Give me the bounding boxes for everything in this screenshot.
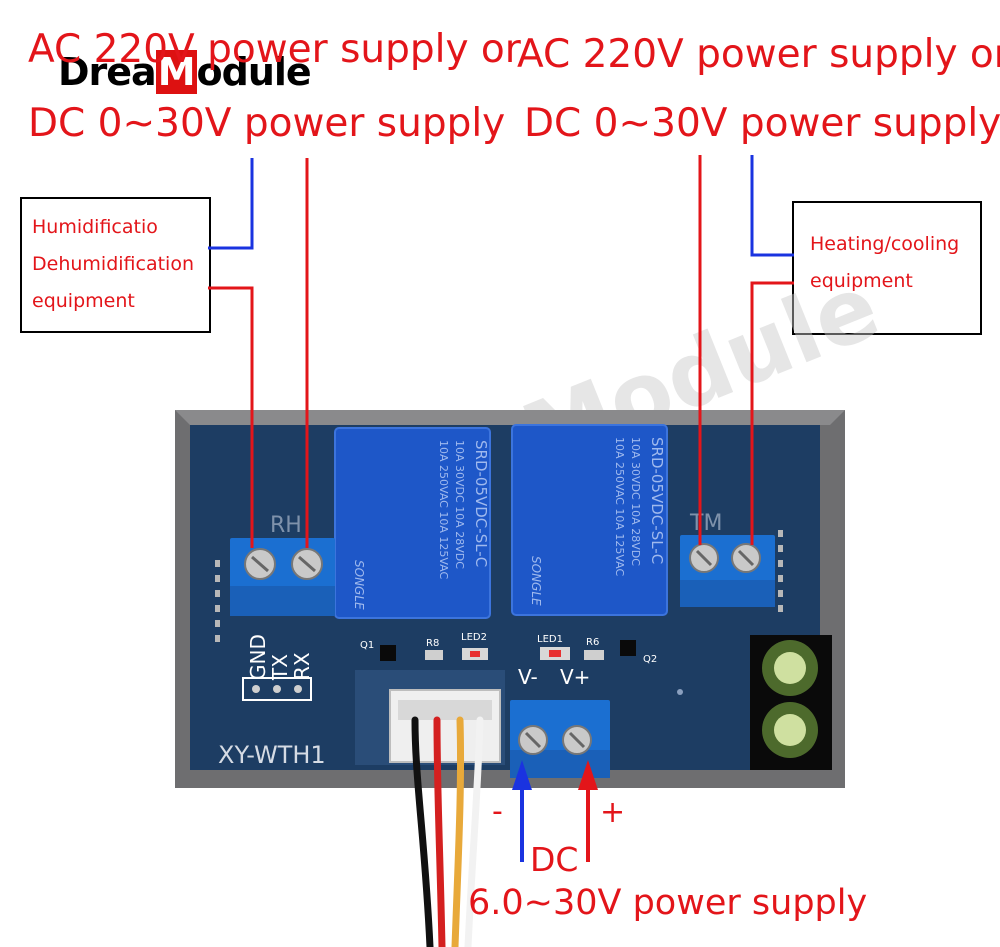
left-equipment-box: Humidificatio Dehumidification equipment xyxy=(20,197,211,333)
right-box-line2: equipment xyxy=(810,270,913,292)
relay-right: SRD-05VDC-SL-C 10A 30VDC 10A 28VDC 10A 2… xyxy=(511,424,668,616)
wiring xyxy=(208,155,794,548)
left-box-line3: equipment xyxy=(32,290,135,312)
component-r6: R6 xyxy=(586,637,599,648)
sensor-connector xyxy=(389,689,501,763)
power-pin-vminus: V- xyxy=(518,665,538,689)
sensor-wires xyxy=(411,716,484,947)
tm-terminal-block xyxy=(680,535,775,607)
relay-left: SRD-05VDC-SL-C 10A 30VDC 10A 28VDC 10A 2… xyxy=(334,427,491,619)
right-box-line1: Heating/cooling xyxy=(810,233,960,255)
left-box-line2: Dehumidification xyxy=(32,253,194,275)
dc-arrows xyxy=(512,760,598,862)
dc-label: DC xyxy=(530,840,579,879)
rh-label: RH xyxy=(270,513,302,538)
left-power-label-line2: DC 0~30V power supply xyxy=(28,101,506,146)
dc-terminal-block xyxy=(510,700,610,778)
brand-logo: DreaModule xyxy=(58,50,312,94)
relay-right-brand: SONGLE xyxy=(529,556,543,606)
relay-left-rating-2: 10A 30VDC 10A 28VDC xyxy=(453,440,466,569)
relay-right-rating-1: 10A 250VAC 10A 125VAC xyxy=(613,437,626,577)
relay-right-model: SRD-05VDC-SL-C xyxy=(648,437,666,564)
power-pin-vplus: V+ xyxy=(560,665,590,689)
component-r8: R8 xyxy=(426,638,439,649)
relay-left-brand: SONGLE xyxy=(352,560,366,610)
right-equipment-box: Heating/cooling equipment xyxy=(792,201,982,335)
component-q1: Q1 xyxy=(360,640,374,651)
serial-pin-tx: TX xyxy=(268,654,292,681)
component-q2: Q2 xyxy=(643,654,657,665)
right-power-label-line2: DC 0~30V power supply xyxy=(524,101,1000,146)
dc-plus-label: + xyxy=(600,795,626,830)
model-label: XY-WTH1 xyxy=(218,741,326,769)
left-power-label-line1: AC 220V power supply or xyxy=(28,27,521,72)
relay-left-model: SRD-05VDC-SL-C xyxy=(472,440,490,567)
relay-left-rating-1: 10A 250VAC 10A 125VAC xyxy=(437,440,450,580)
left-box-line1: Humidificatio xyxy=(32,216,158,238)
right-power-label-line1: AC 220V power supply or xyxy=(517,32,1000,77)
serial-pin-gnd: GND xyxy=(246,634,270,680)
serial-pin-rx: RX xyxy=(290,652,314,680)
dc-minus-label: - xyxy=(492,794,503,829)
tm-label: TM xyxy=(689,511,722,536)
component-led2: LED2 xyxy=(461,632,487,643)
dc-supply-label: 6.0~30V power supply xyxy=(468,883,868,923)
relay-right-rating-2: 10A 30VDC 10A 28VDC xyxy=(629,437,642,566)
rh-terminal-block xyxy=(230,538,335,616)
component-led1: LED1 xyxy=(537,634,563,645)
